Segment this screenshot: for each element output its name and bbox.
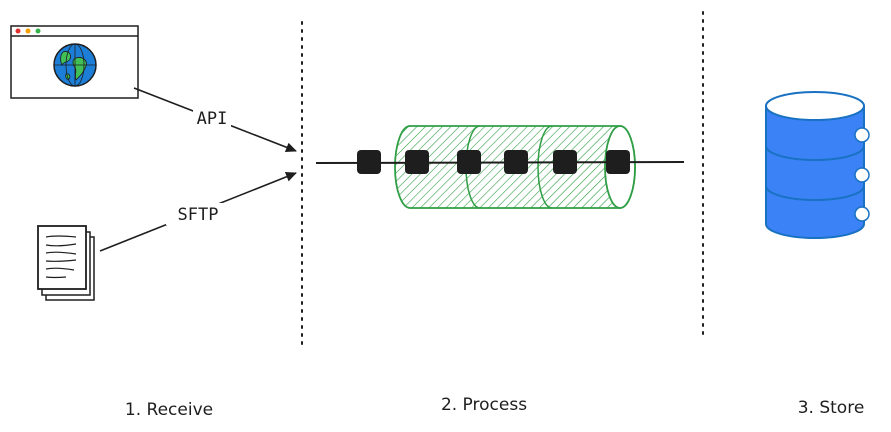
message-block (457, 150, 481, 174)
message-block (504, 150, 528, 174)
stage-label-store: 3. Store (798, 398, 865, 418)
message-block (606, 150, 630, 174)
message-list (357, 150, 630, 174)
globe-icon (53, 43, 97, 87)
message-block (357, 150, 381, 174)
stage-label-process: 2. Process (441, 395, 527, 415)
document-stack-icon (37, 225, 95, 301)
sftp-label: SFTP (178, 205, 219, 225)
api-label: API (197, 109, 228, 129)
stage-label-receive: 1. Receive (125, 400, 213, 420)
browser-window-icon (10, 25, 139, 99)
message-block (553, 150, 577, 174)
message-block (405, 150, 429, 174)
database-icon (765, 91, 870, 239)
